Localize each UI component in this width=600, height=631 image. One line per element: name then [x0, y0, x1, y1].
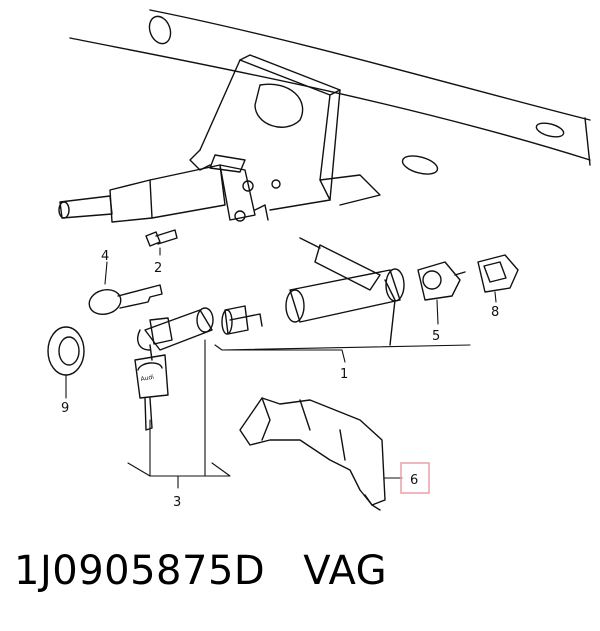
callout-9[interactable]: 9 — [61, 401, 69, 416]
part-number-caption: 1J0905875D VAG — [14, 548, 387, 594]
brand-name: VAG — [303, 548, 388, 594]
steering-column-shaft — [58, 154, 281, 223]
callout-5[interactable]: 5 — [432, 329, 440, 344]
exploded-parts-diagram: Audi 1 2 3 4 5 6 8 9 — [47, 9, 591, 511]
callout-2[interactable]: 2 — [154, 261, 162, 276]
key-brand-mark: Audi — [140, 374, 155, 383]
connector-part — [477, 254, 519, 293]
ignition-switch-part — [417, 261, 466, 301]
key-part — [88, 284, 163, 316]
bolt-part — [145, 229, 178, 247]
callout-1[interactable]: 1 — [340, 367, 348, 382]
callout-4[interactable]: 4 — [101, 249, 109, 264]
callout-leaders — [65, 247, 497, 489]
lock-ring-part — [47, 326, 85, 376]
part-number: 1J0905875D — [14, 548, 266, 594]
callout-6[interactable]: 6 — [410, 473, 418, 488]
trim-cover-part — [239, 397, 386, 511]
callout-6-highlight[interactable] — [400, 462, 430, 494]
column-bracket — [69, 9, 591, 211]
lock-cylinder-part — [134, 307, 214, 431]
lock-housing-part — [221, 237, 405, 346]
callout-3[interactable]: 3 — [173, 495, 181, 510]
callout-8[interactable]: 8 — [491, 305, 499, 320]
